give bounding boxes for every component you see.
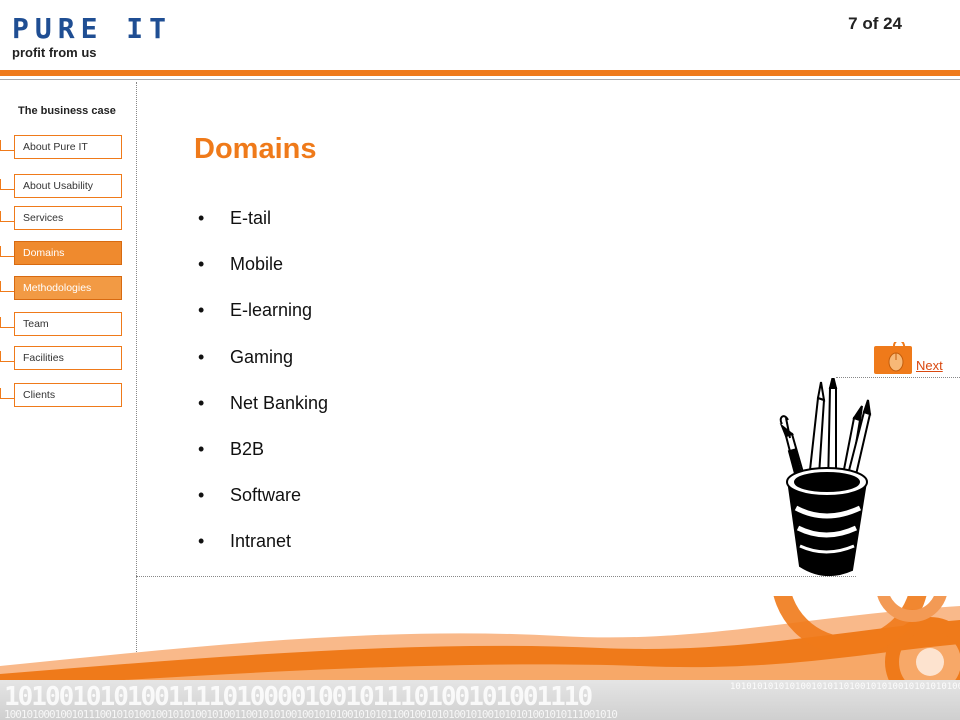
sidebar-item-about-pure-it[interactable]: About Pure IT (14, 135, 122, 159)
domain-list: •E-tail •Mobile •E-learning •Gaming •Net… (198, 208, 328, 578)
list-item: •E-tail (198, 208, 272, 228)
list-item-label: Gaming (230, 346, 294, 367)
next-divider (836, 377, 960, 378)
sidebar-item-methodologies[interactable]: Methodologies (14, 276, 122, 300)
pencil-cup-icon (779, 378, 872, 577)
sidebar-divider (136, 82, 137, 668)
list-item-label: B2B (230, 438, 265, 459)
list-item-label: Net Banking (230, 392, 329, 413)
list-item: •Intranet (198, 531, 292, 552)
sidebar-item-services[interactable]: Services (14, 206, 122, 230)
list-item: •Net Banking (198, 392, 329, 413)
logo-tagline: profit from us (12, 45, 97, 60)
sidebar-item-about-usability[interactable]: About Usability (14, 174, 122, 198)
list-item: •E-learning (198, 300, 313, 321)
page-counter: 7 of 24 (848, 14, 902, 33)
footer-decoration: 1010010101001111010000100101110100101001… (0, 596, 960, 720)
binary-text-right: 1010101010101001010110100101010010101010… (730, 682, 960, 692)
list-item-label: E-learning (230, 300, 313, 321)
nav-connector (0, 388, 15, 399)
content-divider (136, 576, 856, 577)
logo-text: PURE IT (12, 12, 173, 45)
next-link[interactable]: Next (916, 358, 943, 373)
nav-connector (0, 211, 15, 222)
binary-band (0, 680, 960, 720)
nav-connector (0, 351, 15, 362)
list-item-label: E-tail (230, 208, 272, 228)
header: PURE IT profit from us 7 of 24 (0, 0, 960, 70)
header-rule (0, 79, 960, 80)
list-item-label: Intranet (230, 531, 292, 552)
list-item: •B2B (198, 438, 265, 459)
list-item: •Software (198, 485, 302, 506)
page-title: Domains (194, 133, 317, 165)
sidebar-section-label: The business case (18, 105, 116, 117)
list-item-label: Mobile (230, 254, 284, 275)
nav-connector (0, 281, 15, 292)
logo[interactable]: PURE IT profit from us (12, 12, 173, 61)
binary-text-large: 1010010101001111010000100101110100101001… (4, 682, 593, 712)
binary-text-small: 1001010001001011100101010010010101001010… (4, 708, 618, 720)
list-item: •Mobile (198, 254, 284, 275)
sidebar-item-facilities[interactable]: Facilities (14, 346, 122, 370)
sidebar-item-team[interactable]: Team (14, 312, 122, 336)
nav-connector (0, 246, 15, 257)
list-item-label: Software (230, 485, 302, 506)
nav-connector (0, 140, 15, 151)
list-item: •Gaming (198, 346, 294, 367)
nav-connector (0, 317, 15, 328)
header-divider (0, 70, 960, 76)
sidebar-item-domains[interactable]: Domains (14, 241, 122, 265)
sidebar-item-clients[interactable]: Clients (14, 383, 122, 407)
nav-connector (0, 179, 15, 190)
mouse-icon[interactable] (872, 342, 912, 374)
